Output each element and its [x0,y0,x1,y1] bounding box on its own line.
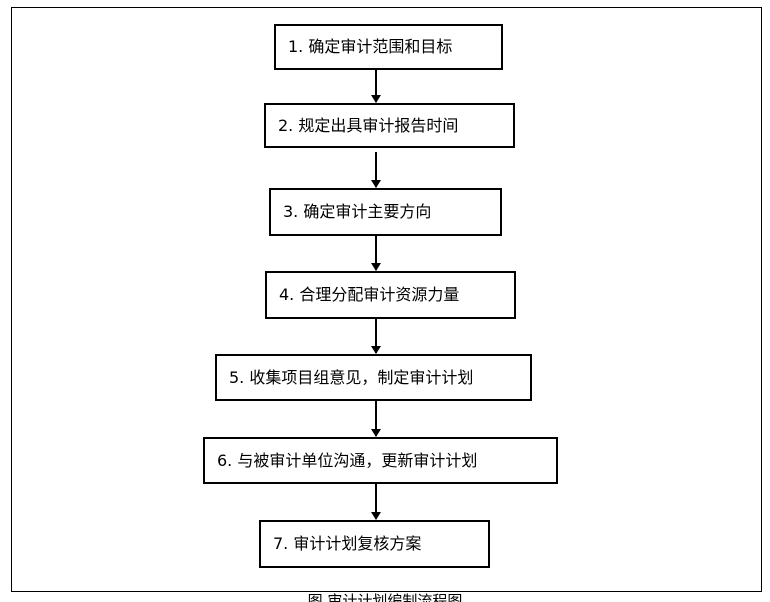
step-7-label: 7. 审计计划复核方案 [273,534,422,553]
step-5-label: 5. 收集项目组意见，制定审计计划 [229,367,474,387]
step-1-label: 1. 确定审计范围和目标 [288,37,453,56]
step-6-label: 6. 与被审计单位沟通，更新审计计划 [217,450,478,470]
step-4-label: 4. 合理分配审计资源力量 [279,285,460,304]
step-6-box: 6. 与被审计单位沟通，更新审计计划 [203,437,558,484]
step-3-box: 3. 确定审计主要方向 [269,188,502,236]
step-2-box: 2. 规定出具审计报告时间 [264,103,515,148]
figure-caption: 图 审计计划编制流程图 [307,592,463,602]
step-2-label: 2. 规定出具审计报告时间 [278,115,459,135]
step-4-box: 4. 合理分配审计资源力量 [265,271,516,319]
diagram-frame [11,7,762,592]
step-3-label: 3. 确定审计主要方向 [283,202,432,221]
step-5-box: 5. 收集项目组意见，制定审计计划 [215,354,532,401]
step-7-box: 7. 审计计划复核方案 [259,520,490,568]
step-1-box: 1. 确定审计范围和目标 [274,24,503,70]
